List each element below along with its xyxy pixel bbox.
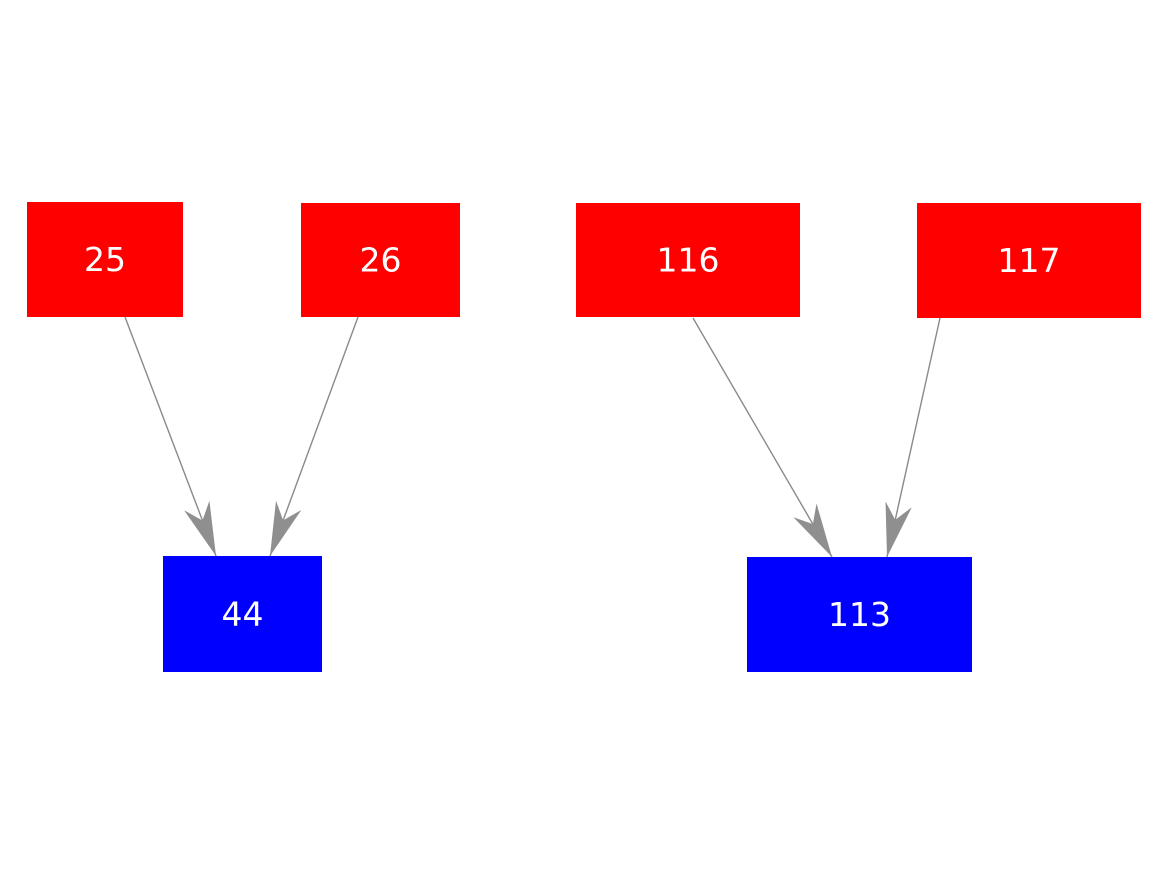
node-rect-117 [917,203,1141,318]
node-rect-44 [163,556,322,672]
edge-25-44 [124,316,217,557]
graph-node-117: 117 [917,203,1141,318]
node-label-113: 113 [828,595,891,634]
graph-node-44: 44 [163,556,322,672]
nodes-layer: 25 26 116 117 44 113 [27,202,1141,672]
edge-116-113 [692,317,833,558]
graph-node-116: 116 [576,203,800,317]
graph-node-26: 26 [301,203,460,317]
node-rect-113 [747,557,972,672]
node-label-25: 25 [84,240,126,279]
node-rect-26 [301,203,460,317]
graph-node-113: 113 [747,557,972,672]
node-label-116: 116 [657,241,720,280]
edge-117-113 [885,317,941,558]
graph-node-25: 25 [27,202,183,317]
node-label-44: 44 [222,595,264,634]
node-rect-25 [27,202,183,317]
node-rect-116 [576,203,800,317]
node-label-117: 117 [998,241,1061,280]
node-label-26: 26 [360,241,402,280]
edges-layer [124,316,941,558]
edge-26-44 [269,316,359,557]
